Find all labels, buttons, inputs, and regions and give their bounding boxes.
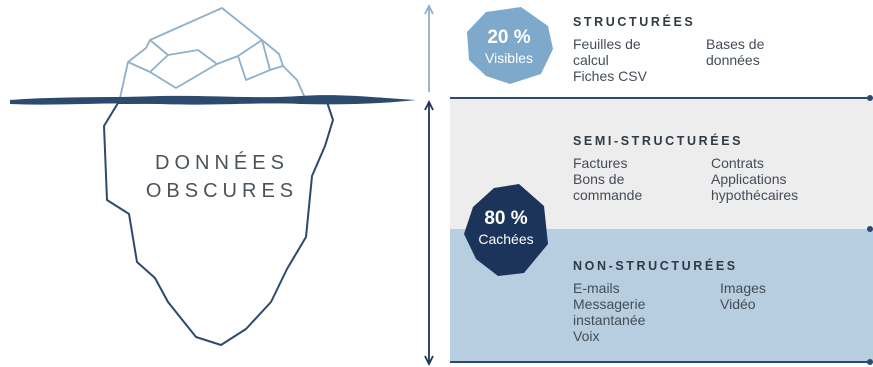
divider-dot-middle: [867, 226, 873, 232]
semi-structured-items-col1: Factures Bons de commande: [573, 155, 643, 203]
water-surface: [10, 95, 416, 105]
visible-range-arrow: [424, 3, 434, 92]
iceberg-body: [103, 101, 334, 346]
hidden-range-arrow: [424, 99, 434, 367]
semi-structured-title: SEMI-STRUCTURÉES: [573, 134, 744, 148]
visible-badge-percent: 20 %: [487, 27, 531, 48]
hidden-badge: 80 % Cachées: [466, 208, 546, 248]
unstructured-title: NON-STRUCTURÉES: [573, 259, 738, 273]
unstructured-items-col1: E-mails Messagerie instantanée Voix: [573, 280, 646, 344]
iceberg-label-line2: OBSCURES: [145, 180, 299, 202]
divider-line-top: [450, 97, 871, 99]
structured-title: STRUCTURÉES: [573, 15, 696, 29]
iceberg-label-line1: DONNÉES: [155, 152, 289, 174]
structured-items-col1: Feuilles de calcul Fiches CSV: [573, 36, 647, 84]
divider-dot-bottom: [867, 359, 873, 365]
iceberg-tip: [119, 7, 306, 99]
hidden-badge-percent: 80 %: [484, 208, 528, 229]
unstructured-items-col2: Images Vidéo: [720, 280, 766, 312]
hidden-badge-label: Cachées: [478, 231, 534, 247]
semi-structured-items-col2: Contrats Applications hypothécaires: [711, 155, 799, 203]
visible-badge-label: Visibles: [485, 50, 533, 66]
hidden-badge-shape: [464, 184, 548, 276]
visible-badge: 20 % Visibles: [470, 27, 548, 67]
visible-badge-shape: [467, 7, 553, 84]
structured-items-col2: Bases de données: [706, 36, 765, 68]
divider-dot-top: [867, 95, 873, 101]
divider-line-bottom: [450, 361, 871, 363]
